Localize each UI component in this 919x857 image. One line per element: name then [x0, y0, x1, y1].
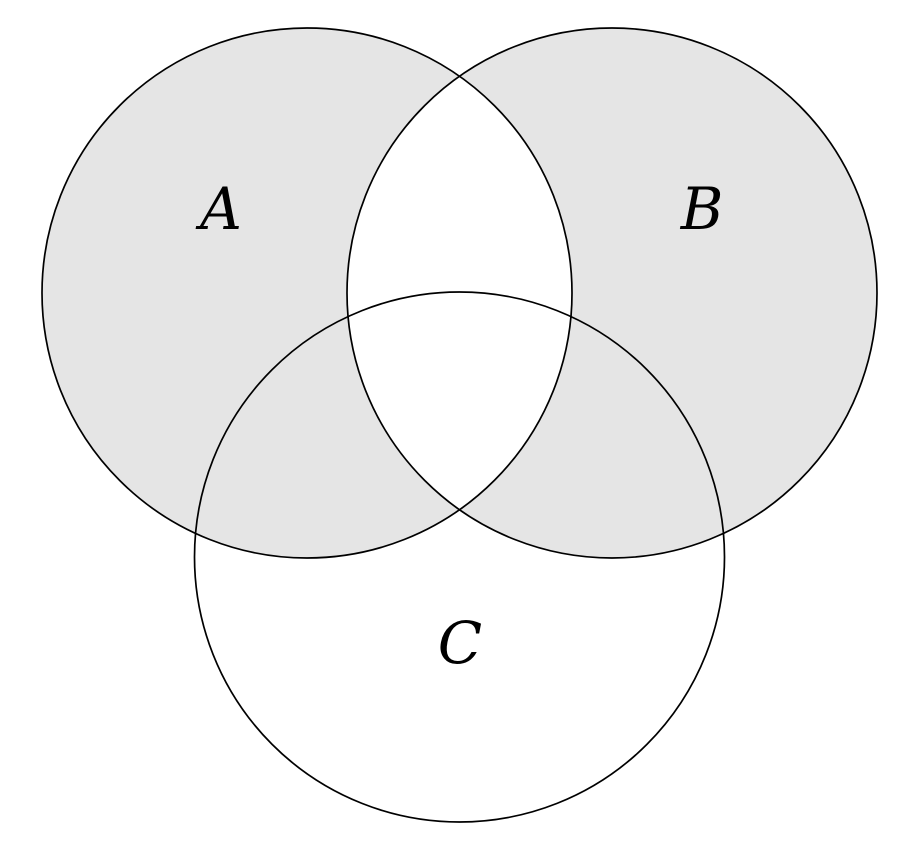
set-label-c: C — [438, 609, 482, 677]
shaded-region-a-xor-b — [42, 28, 877, 558]
circle-c-outline — [193, 291, 726, 823]
set-label-b: B — [680, 175, 724, 243]
circle-b-outline — [346, 27, 878, 559]
circle-a-outline — [41, 27, 573, 559]
set-label-a: A — [195, 175, 242, 243]
